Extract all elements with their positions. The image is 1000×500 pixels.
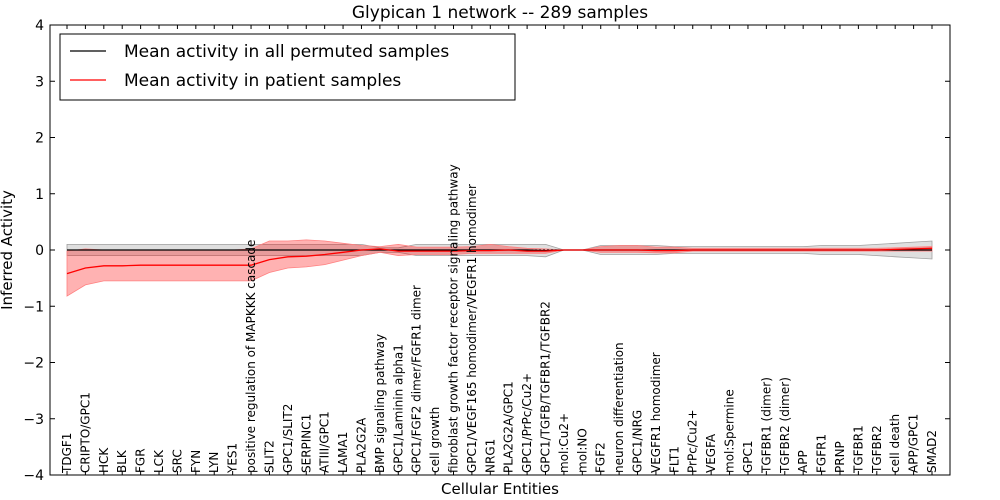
x-tick-label: GPC1/Laminin alpha1 <box>391 344 405 473</box>
y-tick-label: −4 <box>23 468 44 484</box>
x-tick-label: TGFBR1 <box>851 425 865 474</box>
x-tick-label: TGFBR1 (dimer) <box>759 377 773 474</box>
x-tick-label: GPC1/PrPc/Cu2+ <box>520 373 534 473</box>
band-series-2 <box>66 239 933 297</box>
line-series-2 <box>66 247 933 275</box>
y-tick-label: 1 <box>35 187 44 203</box>
x-tick-label: CRIPTO/GPC1 <box>78 392 92 473</box>
x-tick-label: TGFBR2 <box>870 425 884 474</box>
y-tick-label: −3 <box>23 412 44 428</box>
x-tick-label: SLIT2 <box>262 440 276 473</box>
y-tick-label: 4 <box>35 18 44 34</box>
legend-label-2: Mean activity in patient samples <box>124 71 401 91</box>
y-tick-label: 0 <box>35 243 44 259</box>
x-tick-label: mol:Cu2+ <box>557 413 571 473</box>
x-tick-label: positive regulation of MAPKKK cascade <box>244 240 258 473</box>
legend-box <box>59 33 516 101</box>
x-tick-label: NRG1 <box>483 439 497 473</box>
y-tick-labels: −4 −3 −2 −1 0 1 2 3 4 <box>23 18 950 484</box>
x-tick-label: mol:Spermine <box>723 389 737 473</box>
x-tick-label: BLK <box>115 449 129 473</box>
x-tick-label: GPC1/NRG <box>631 410 645 473</box>
x-tick-label: GPC1/TGFB/TGFBR1/TGFBR2 <box>539 301 553 473</box>
y-tick-label: 2 <box>35 131 44 147</box>
x-tick-label: VEGFA <box>704 433 718 473</box>
x-tick-label: SRC <box>170 449 184 473</box>
x-tick-label: cell death <box>888 414 902 473</box>
x-tick-label: SMAD2 <box>925 430 939 473</box>
x-axis-label: Cellular Entities <box>441 480 559 498</box>
x-tick-label: GPC1 <box>741 440 755 473</box>
legend-label-1: Mean activity in all permuted samples <box>124 42 449 62</box>
x-tick-label: LYN <box>207 452 221 473</box>
plot-frame <box>49 24 951 476</box>
x-tick-label: LAMA1 <box>336 432 350 473</box>
x-tick-label: GPC1/FGF2 dimer/FGFR1 dimer <box>410 285 424 473</box>
x-tick-label: TDGF1 <box>60 433 74 474</box>
x-tick-label: HCK <box>97 447 111 473</box>
x-tick-label: PRNP <box>833 441 847 473</box>
x-tick-label: FLT1 <box>667 446 681 473</box>
x-tick-label: FGR <box>134 448 148 473</box>
x-tick-label: PLA2G2A/GPC1 <box>502 381 516 473</box>
x-tick-label: FGFR1 <box>815 434 829 473</box>
x-tick-label: APP <box>796 450 810 473</box>
legend: Mean activity in all permuted samplesMea… <box>59 33 516 101</box>
x-tick-label: LCK <box>152 449 166 473</box>
x-tick-label: fibroblast growth factor receptor signal… <box>447 164 461 473</box>
x-tick-label: YES1 <box>226 443 240 474</box>
series-lines <box>66 247 933 275</box>
confidence-bands <box>66 239 933 297</box>
x-tick-label: GPC1/SLIT2 <box>281 404 295 473</box>
x-tick-label: FYN <box>189 450 203 473</box>
y-tick-label: −2 <box>23 356 44 372</box>
x-tick-label: VEGFR1 homodimer <box>649 352 663 473</box>
y-tick-label: 3 <box>35 74 44 90</box>
x-tick-label: PrPc/Cu2+ <box>686 409 700 473</box>
x-tick-label: SERPINC1 <box>299 414 313 473</box>
y-tick-label: −1 <box>23 299 44 315</box>
x-tick-label: APP/GPC1 <box>907 414 921 473</box>
x-tick-label: neuron differentiation <box>612 342 626 473</box>
x-tick-label: cell growth <box>428 407 442 473</box>
y-axis-label: Inferred Activity <box>0 190 16 310</box>
x-tick-label: FGF2 <box>594 442 608 473</box>
x-tick-label: GPC1/VEGF165 homodimer/VEGFR1 homodimer <box>465 184 479 473</box>
x-tick-label: mol:NO <box>575 428 589 473</box>
chart-title: Glypican 1 network -- 289 samples <box>352 3 648 23</box>
x-tick-label: BMP signaling pathway <box>373 334 387 473</box>
x-tick-label: TGFBR2 (dimer) <box>778 377 792 474</box>
x-tick-label: PLA2G2A <box>355 417 369 473</box>
x-tick-label: ATIII/GPC1 <box>318 411 332 473</box>
